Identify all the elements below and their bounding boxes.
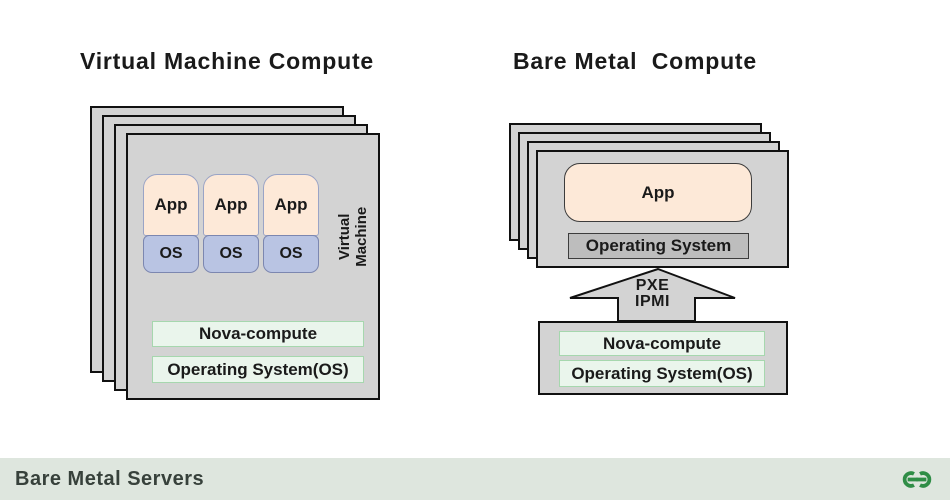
virtual-machine-title: Virtual Machine Compute [80,48,375,74]
app-box: App [143,174,199,236]
virtual-machine-vertical-label: Virtual Machine [332,183,376,291]
host-os-box: Operating System(OS) [152,356,364,383]
vm-column-2: App OS [203,174,259,273]
geeksforgeeks-logo [902,470,932,488]
app-box: App [203,174,259,236]
pxe-label: PXE [635,277,670,294]
vm-label-line-1: Virtual [336,213,354,261]
logo-left-g [902,470,915,488]
nova-compute-box: Nova-compute [152,321,364,347]
footer-caption: Bare Metal Servers [15,467,205,490]
vm-label-line-2: Machine [353,206,371,268]
logo-right-g [919,470,932,488]
bare-metal-title: Bare Metal Compute [513,48,757,74]
virtual-machine-card: App OS App OS App OS Virtual Machine Nov… [126,133,380,400]
vm-column-3: App OS [263,174,319,273]
arrow-labels: PXE IPMI [568,278,737,310]
vm-columns: App OS App OS App OS [143,174,319,273]
vm-column-1: App OS [143,174,199,273]
operating-system-bar: Operating System [568,233,749,259]
bare-metal-card: App Operating System [536,150,789,268]
os-box: OS [263,235,319,273]
nova-compute-box: Nova-compute [559,331,765,356]
footer-bar: Bare Metal Servers [0,458,950,500]
host-os-box: Operating System(OS) [559,360,765,387]
app-box: App [564,163,752,222]
bare-metal-host-card: Nova-compute Operating System(OS) [538,321,788,395]
os-box: OS [203,235,259,273]
app-box: App [263,174,319,236]
ipmi-label: IPMI [635,293,670,310]
os-box: OS [143,235,199,273]
